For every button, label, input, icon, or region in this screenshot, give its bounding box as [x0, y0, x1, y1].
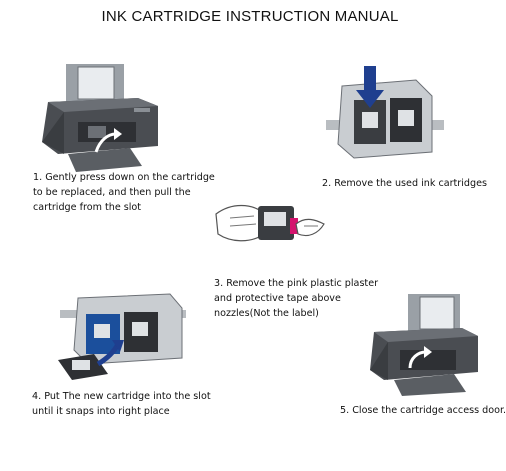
step-3-line-3: nozzles(Not the label): [214, 308, 319, 319]
hands-remove-tape-icon: [215, 204, 325, 242]
printer-open-cartridge-icon: [42, 64, 158, 172]
step-3-caption: 3. Remove the pink plastic plaster and p…: [214, 276, 378, 321]
cartridge-insert-slot-icon: [58, 293, 186, 380]
page-title: INK CARTRIDGE INSTRUCTION MANUAL: [101, 8, 399, 25]
step-1-line-1: 1. Gently press down on the cartridge: [33, 172, 215, 183]
step-1-caption: 1. Gently press down on the cartridge to…: [33, 170, 215, 215]
step-3-line-2: and protective tape above: [214, 293, 341, 304]
step-3-line-1: 3. Remove the pink plastic plaster: [214, 278, 379, 289]
step-4-caption: 4. Put The new cartridge into the slot u…: [32, 389, 211, 419]
step-1-line-2: to be replaced, and then pull the: [33, 187, 191, 198]
step-5-caption: 5. Close the cartridge access door.: [340, 403, 506, 418]
step-1-line-3: cartridge from the slot: [33, 202, 142, 213]
step-4-line-1: 4. Put The new cartridge into the slot: [32, 391, 211, 402]
step-2-line-1: 2. Remove the used ink cartridges: [322, 178, 488, 189]
step-5-line-1: 5. Close the cartridge access door.: [340, 405, 506, 416]
step-2-caption: 2. Remove the used ink cartridges: [322, 176, 487, 191]
printer-close-door-icon: [370, 294, 478, 396]
step-4-line-2: until it snaps into right place: [32, 406, 170, 417]
cartridge-carriage-press-icon: [326, 66, 444, 159]
